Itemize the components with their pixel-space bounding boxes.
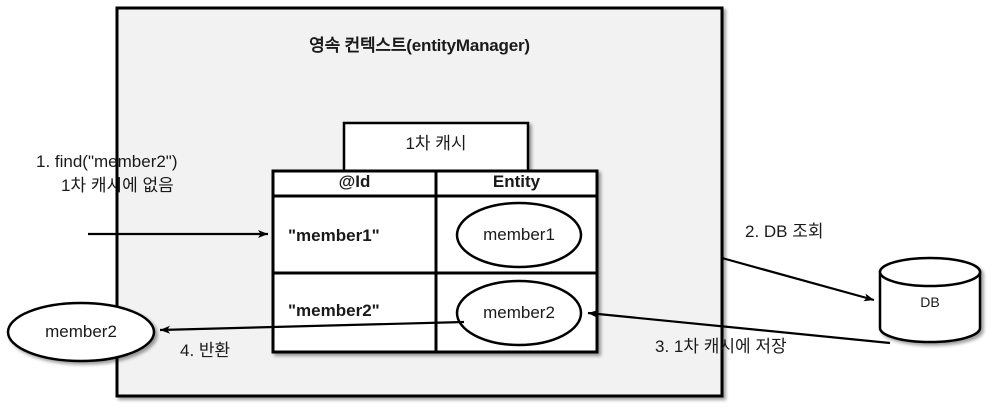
cache-table-header-id: @Id (338, 172, 371, 191)
database-label: DB (920, 294, 940, 310)
cache-table-row-0-id: "member1" (288, 226, 380, 245)
cache-table-row-1-id: "member2" (288, 301, 380, 320)
step-1-label-line-2: 1차 캐시에 없음 (61, 176, 174, 195)
cache-table-header-entity: Entity (492, 172, 541, 191)
cache-table-row-0-entity-label: member1 (483, 225, 555, 244)
arrow-step-3-store-in-cache (587, 310, 891, 345)
entity-ellipse-member2 (455, 279, 583, 347)
database-cylinder (878, 256, 982, 344)
first-level-cache-box (342, 121, 530, 173)
returned-entity-ellipse (6, 301, 156, 363)
step-1-label-line-1: 1. find("member2") (36, 152, 178, 171)
step-2-label: 2. DB 조회 (745, 222, 824, 241)
step-4-label: 4. 반환 (180, 341, 231, 360)
step-3-label: 3. 1차 캐시에 저장 (655, 337, 787, 356)
entity-ellipse-member1 (455, 201, 583, 269)
arrow-step-2-db-query (721, 256, 875, 302)
returned-entity-label: member2 (45, 322, 117, 341)
first-level-cache-title: 1차 캐시 (405, 134, 467, 153)
cache-table-row-1-entity-label: member2 (483, 303, 555, 322)
arrow-step-4-return (159, 320, 465, 334)
persistence-context-title: 영속 컨텍스트(entityManager) (309, 36, 530, 55)
